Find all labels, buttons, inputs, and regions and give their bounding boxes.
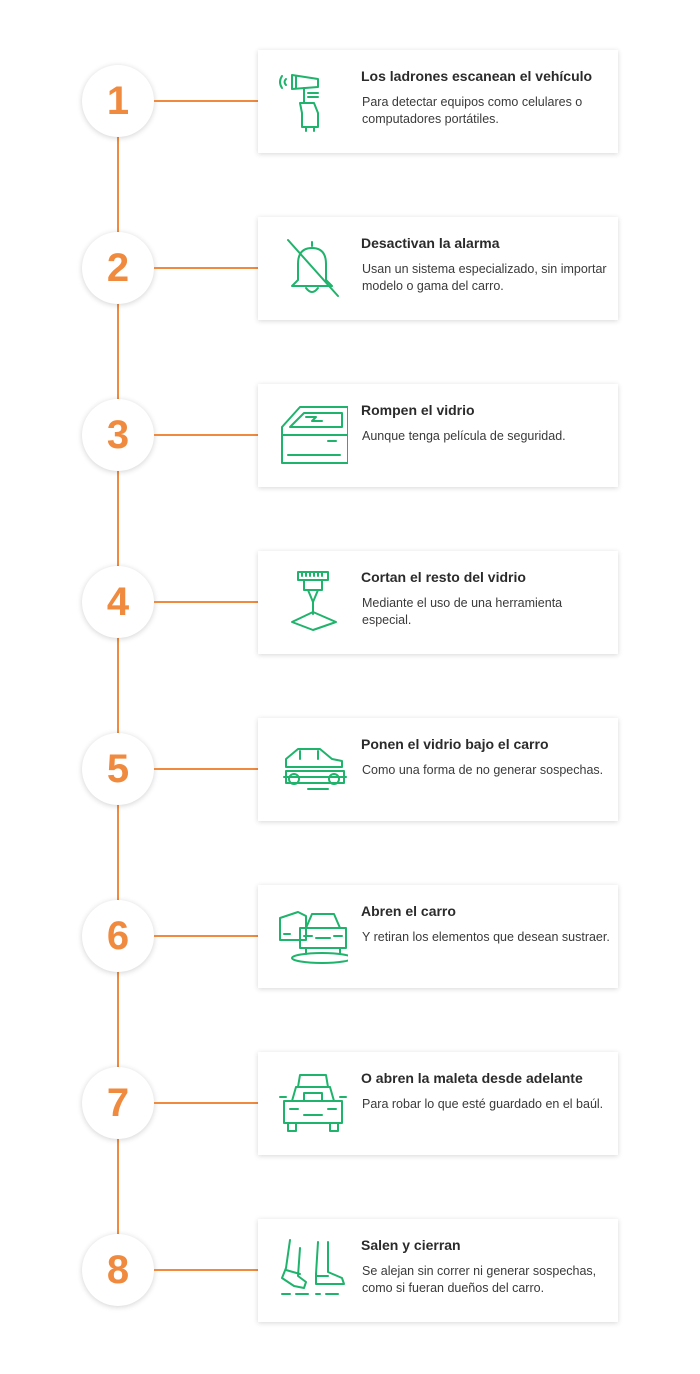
- step-title: Desactivan la alarma: [361, 235, 500, 251]
- step-number: 3: [106, 413, 130, 457]
- step-card: O abren la maleta desde adelante Para ro…: [258, 1052, 618, 1155]
- step-number-badge: 6: [82, 900, 154, 972]
- step-card: Ponen el vidrio bajo el carro Como una f…: [258, 718, 618, 821]
- step-card: Cortan el resto del vidrio Mediante el u…: [258, 551, 618, 654]
- step-number: 6: [106, 914, 130, 958]
- step-connector: [154, 768, 258, 770]
- step-connector: [154, 601, 258, 603]
- step-card: Desactivan la alarma Usan un sistema esp…: [258, 217, 618, 320]
- step-description: Se alejan sin correr ni generar sospecha…: [362, 1264, 597, 1295]
- step-card: Rompen el vidrio Aunque tenga película d…: [258, 384, 618, 487]
- step-7: 7 O abren la maleta desde adelante Para …: [0, 1052, 700, 1157]
- step-3: 3 Rompen el vidrio Aunque tenga película…: [0, 384, 700, 489]
- step-6: 6 Abren el carro Y retiran los elementos…: [0, 885, 700, 990]
- broken-window-icon: [278, 403, 348, 467]
- open-car-icon: [278, 904, 348, 968]
- step-card: Abren el carro Y retiran los elementos q…: [258, 885, 618, 988]
- step-number: 7: [106, 1081, 130, 1125]
- step-title: Cortan el resto del vidrio: [361, 569, 526, 585]
- step-number-badge: 4: [82, 566, 154, 638]
- step-title: Los ladrones escanean el vehículo: [361, 68, 593, 84]
- step-number: 8: [106, 1248, 130, 1292]
- step-description: Y retiran los elementos que desean sustr…: [362, 930, 610, 944]
- step-connector: [154, 935, 258, 937]
- step-number-badge: 8: [82, 1234, 154, 1306]
- step-2: 2 Desactivan la alarma Usan un sistema e…: [0, 217, 700, 322]
- step-connector: [154, 1269, 258, 1271]
- step-connector: [154, 434, 258, 436]
- cutting-tool-icon: [278, 570, 348, 634]
- step-number-badge: 7: [82, 1067, 154, 1139]
- step-title: Rompen el vidrio: [361, 402, 475, 418]
- step-4: 4 Cortan el resto del vidrio Mediante el…: [0, 551, 700, 656]
- step-connector: [154, 267, 258, 269]
- step-8: 8 Salen y cierran Se alejan sin correr n…: [0, 1219, 700, 1324]
- step-connector: [154, 1102, 258, 1104]
- step-description: Mediante el uso de una herramienta espec…: [362, 596, 563, 627]
- step-description: Usan un sistema especializado, sin impor…: [362, 262, 607, 293]
- walking-feet-icon: [278, 1238, 348, 1302]
- step-title: Abren el carro: [361, 903, 456, 919]
- step-description: Aunque tenga película de seguridad.: [362, 429, 566, 443]
- step-number-badge: 5: [82, 733, 154, 805]
- step-description: Como una forma de no generar sospechas.: [362, 763, 604, 777]
- car-trunk-icon: [278, 1071, 348, 1135]
- step-connector: [154, 100, 258, 102]
- step-description: Para robar lo que esté guardado en el ba…: [362, 1097, 604, 1111]
- step-title: O abren la maleta desde adelante: [361, 1070, 583, 1086]
- step-card: Salen y cierran Se alejan sin correr ni …: [258, 1219, 618, 1322]
- step-description: Para detectar equipos como celulares o c…: [362, 95, 583, 126]
- step-number-badge: 3: [82, 399, 154, 471]
- step-number-badge: 1: [82, 65, 154, 137]
- step-number: 5: [106, 747, 130, 791]
- scanner-icon: [278, 69, 348, 133]
- step-5: 5 Ponen el vidrio bajo el carro Como una…: [0, 718, 700, 823]
- step-number: 2: [106, 246, 130, 290]
- step-title: Ponen el vidrio bajo el carro: [361, 736, 549, 752]
- step-number-badge: 2: [82, 232, 154, 304]
- alarm-off-icon: [278, 236, 348, 300]
- step-number: 1: [106, 79, 130, 123]
- step-title: Salen y cierran: [361, 1237, 461, 1253]
- timeline-line: [117, 100, 119, 1272]
- step-1: 1 Los ladrones escanean el vehículo Para…: [0, 50, 700, 155]
- step-number: 4: [106, 580, 130, 624]
- step-card: Los ladrones escanean el vehículo Para d…: [258, 50, 618, 153]
- car-side-icon: [278, 737, 348, 801]
